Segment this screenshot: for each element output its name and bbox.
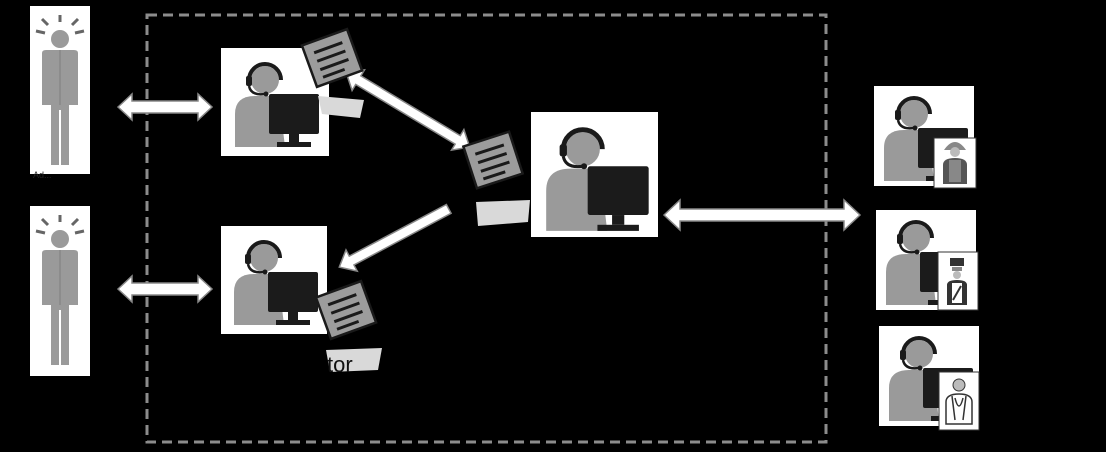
responder-fire xyxy=(874,86,977,189)
label-strip-3 xyxy=(326,348,382,372)
responder-medical xyxy=(879,326,980,431)
dispatcher xyxy=(531,112,658,237)
system-boundary xyxy=(145,13,828,444)
arrow-caller1-calltaker1 xyxy=(116,92,214,122)
call-taker-2 xyxy=(221,226,327,334)
arrow-dispatcher-calltaker2 xyxy=(338,203,453,273)
firefighter-icon xyxy=(943,142,967,184)
call-taker-2-snip: tor xyxy=(327,352,353,377)
arrow-caller2-calltaker2 xyxy=(116,274,214,304)
responder-police xyxy=(876,210,979,311)
caller-2 xyxy=(30,206,90,376)
document-icon xyxy=(461,130,525,190)
police-officer-icon xyxy=(947,258,967,305)
label-strip-1 xyxy=(318,96,364,118)
caller-1-snip: Ad... xyxy=(33,170,52,180)
doctor-icon xyxy=(945,378,973,425)
caller-1 xyxy=(30,6,90,174)
arrow-dispatcher-responders xyxy=(662,198,862,232)
label-strip-2 xyxy=(476,200,530,226)
